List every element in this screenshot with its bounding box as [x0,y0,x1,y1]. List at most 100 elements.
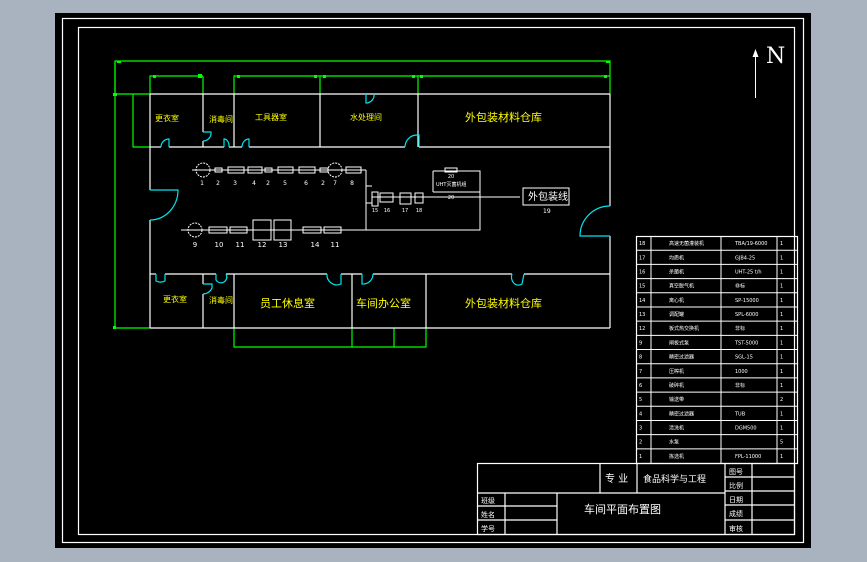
equipment-qty: 1 [780,355,783,361]
equipment-name: 拣选机 [669,453,684,460]
room-label-workshop-office: 车间办公室 [356,296,411,310]
equipment-name: 精密过滤器 [669,354,694,361]
equipment-name: 板式热交换机 [669,325,699,332]
major-value: 食品科学与工程 [643,473,706,485]
equipment-name: 高速无菌灌装机 [669,240,704,247]
equipment-17-icon [399,192,412,205]
equipment-model: SPL-6000 [735,312,758,318]
equipment-qty: 1 [780,284,783,290]
equipment-2-icon [214,167,223,173]
room-label-water-treatment: 水处理间 [350,112,382,122]
equipment-table-row: 9 闸板式泵 TST-5000 1 [639,339,783,346]
label-review: 审核 [729,524,743,533]
equipment-11b-icon [323,226,342,234]
process-number-aux: 20 [448,195,454,201]
process-number-line3: 15 [372,208,378,214]
inner-frame [77,26,796,536]
equipment-name: 压榨机 [669,368,684,375]
equipment-model: 非标 [735,283,745,290]
equipment-model: UHT-25 t/h [735,269,762,275]
north-arrow-head-icon [752,49,759,57]
process-number-line1: 1 [200,180,204,187]
process-number-line1: 3 [233,180,237,187]
equipment-model: TST-5000 [734,340,758,346]
equipment-model: TBA/19-6000 [734,241,767,247]
equipment-qty: 1 [780,454,783,460]
label-date: 日期 [729,496,743,504]
process-number-line1: 4 [252,180,256,187]
equipment-name: 杀菌机 [669,268,684,275]
equipment-8-icon [345,166,362,174]
equipment-no: 12 [639,326,645,332]
drawing-title: 车间平面布置图 [584,502,661,516]
equipment-name: 清洗机 [669,425,684,432]
equipment-name: 离心机 [669,297,684,304]
equipment-18-icon [414,192,424,204]
equipment-model: DGM500 [735,426,757,432]
equipment-no: 3 [639,426,642,432]
room-label-changing-top: 更衣室 [155,113,179,123]
equipment-qty: 1 [780,426,783,432]
process-number-line2: 11 [236,241,245,249]
equipment-table-row: 3 清洗机 DGM500 1 [639,425,783,432]
equipment-qty: 1 [780,340,783,346]
equipment-qty: 1 [780,298,783,304]
equipment-name: 闸板式泵 [669,339,689,346]
label-grade: 成绩 [729,509,743,518]
process-layout [181,162,570,241]
outer-packing-line-label: 外包装线 [528,190,568,203]
equipment-11-icon [229,226,248,234]
room-label-changing-bottom: 更衣室 [163,294,187,304]
equipment-7-icon [327,162,343,178]
equipment-no: 15 [639,284,645,290]
room-label-disinfection-bottom: 消毒间 [209,295,233,305]
equipment-no: 9 [639,340,642,346]
equipment-no: 16 [639,269,645,275]
building-walls [149,93,611,329]
room-labels: 更衣室 消毒间 工具器室 水处理间 外包装材料仓库 更衣室 消毒间 员工休息室 … [155,110,542,310]
equipment-qty: 1 [780,326,783,332]
equipment-no: 4 [639,411,642,417]
equipment-1-icon [195,162,211,178]
label-scale: 比例 [729,481,743,490]
dimension-ticks [113,61,610,329]
equipment-13-icon [273,219,292,241]
outer-frame [61,17,805,544]
room-label-warehouse-bottom: 外包装材料仓库 [465,296,542,310]
label-class: 班级 [481,496,495,505]
equipment-name: 调配罐 [669,311,684,318]
title-block-text: 专 业 食品科学与工程 车间平面布置图 班级 姓名 学号 图号 比例 日期 成绩… [481,468,743,533]
equipment-qty: 1 [780,255,783,261]
equipment-no: 13 [639,312,645,318]
label-drawing-no: 图号 [729,468,743,476]
equipment-qty: 1 [780,383,783,389]
process-number-line2: 10 [215,241,224,249]
equipment-name: 破碎机 [669,382,684,389]
process-number-line1: 5 [283,180,287,187]
equipment-no: 8 [639,355,642,361]
process-number-line3: 18 [416,208,422,214]
equipment-no: 1 [639,454,642,460]
process-number-line2: 13 [279,241,288,249]
equipment-model: GJB4-25 [735,255,755,261]
equipment-qty: 1 [780,241,783,247]
equipment-name: 均质机 [669,254,684,261]
process-number-aux: 20 [448,174,454,180]
equipment-no: 6 [639,383,642,389]
process-number-line1: 8 [350,180,354,187]
process-number-line1: 2 [216,180,220,187]
title-block [476,462,796,536]
equipment-name: 水泵 [669,439,679,446]
process-number-line1: 2 [321,180,325,187]
equipment-qty: 5 [780,440,783,446]
